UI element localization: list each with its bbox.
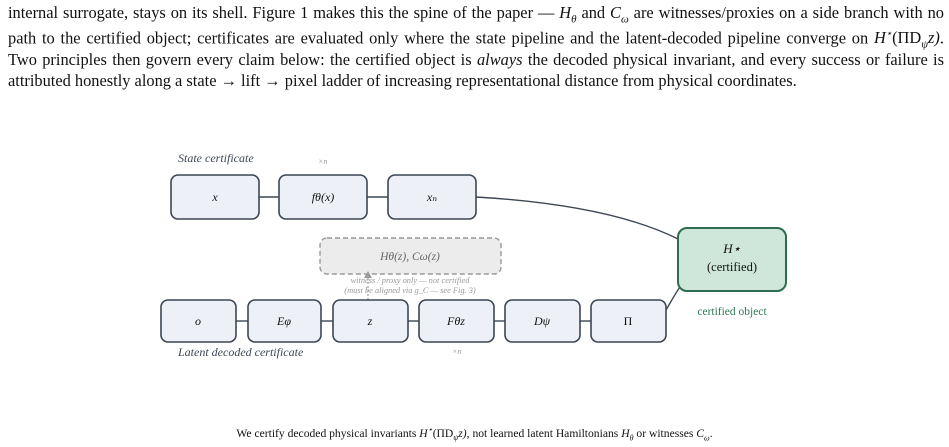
witness-arrowhead [364, 271, 372, 278]
latent-node-e-phi [247, 299, 322, 343]
latent-node-o [160, 299, 237, 343]
certified-object-tag: certified object [697, 306, 767, 318]
latent-node-f-theta-z [418, 299, 495, 343]
pipeline-figure: State certificate ×n x fθ(x) xₙ Hθ(z), C… [160, 151, 787, 359]
latent-node-e-phi-label: Eφ [276, 314, 291, 328]
latent-node-z [332, 299, 409, 343]
math-c-omega: Cω [610, 3, 629, 26]
latent-node-o-label: o [195, 314, 201, 328]
state-node-x-label: x [211, 190, 218, 204]
state-node-f-theta-label: fθ(x) [312, 190, 335, 204]
latent-node-pi-label: Π [624, 314, 633, 328]
witness-label: Hθ(z), Cω(z) [379, 251, 440, 263]
state-repeat-label: ×n [318, 157, 327, 166]
state-node-x [170, 174, 260, 220]
state-certificate-label: State certificate [178, 151, 254, 165]
paragraph-text: are witnesses/proxies on a side branch w… [8, 3, 944, 48]
state-node-f-theta [278, 174, 368, 220]
latent-node-f-theta-z-label: Fθz [446, 314, 465, 328]
witness-note-line1: witness / proxy only — not certified [351, 276, 471, 285]
state-node-x-n [387, 174, 477, 220]
math-pi-d-psi: (ΠDψz) [892, 28, 940, 51]
certified-object-subtitle: (certified) [707, 260, 757, 274]
latent-repeat-label: ×n [452, 347, 461, 356]
paragraph-text: internal surrogate, stays on its shell. … [8, 3, 560, 22]
latent-node-d-psi-label: Dψ [533, 314, 551, 328]
figure-caption: We certify decoded physical invariants H… [236, 425, 713, 443]
paragraph-text: the decoded physical invariant, and ever… [8, 49, 944, 91]
state-node-x-n-label: xₙ [426, 190, 437, 204]
math-h-theta: Hθ [559, 3, 577, 26]
state-to-certified-arc [475, 196, 679, 240]
body-paragraph: internal surrogate, stays on its shell. … [8, 2, 944, 92]
latent-certificate-label: Latent decoded certificate [177, 345, 304, 359]
paragraph-text: . Two principles then govern every claim… [8, 28, 944, 69]
witness-note-line2: (must be aligned via g_C — see Fig. 3) [344, 286, 476, 295]
latent-node-z-label: z [367, 314, 373, 328]
math-h-star-expression: H⋆ [873, 28, 893, 48]
certified-object-symbol: H⋆ [722, 241, 741, 256]
witness-box [319, 237, 502, 275]
latent-node-pi [590, 299, 667, 343]
latent-node-d-psi [504, 299, 581, 343]
emphasis-always: always [476, 49, 523, 69]
paragraph-text: and [576, 3, 611, 22]
certified-object-box [677, 227, 787, 292]
